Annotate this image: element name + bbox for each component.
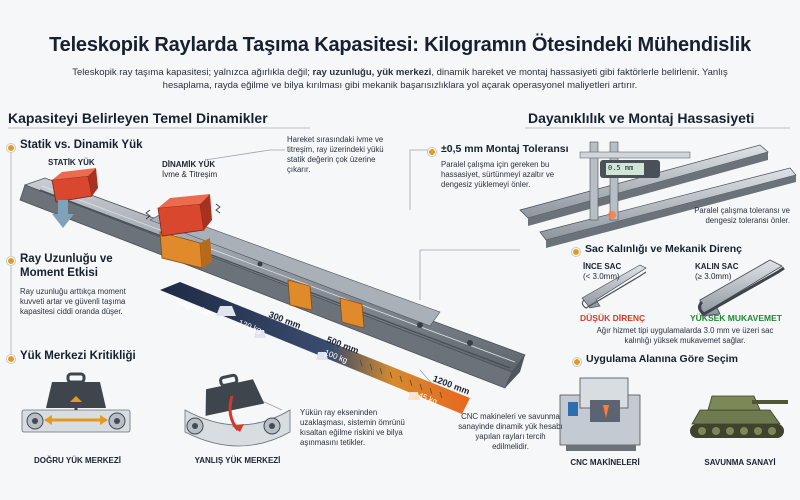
callout-dynamic-line	[204, 149, 285, 161]
correct-load-center-illustration	[21, 372, 131, 433]
application-title: Uygulama Alanına Göre Seçim	[586, 353, 738, 365]
right-section-title: Dayanıklılık ve Montaj Hassasiyeti	[528, 110, 755, 126]
sheet-note: Ağır hizmet tipi uygulamalarda 3.0 mm ve…	[596, 326, 774, 345]
thin-sheet-profile	[581, 264, 647, 309]
bullet-dot	[428, 148, 436, 156]
cnc-label: CNC MAKİNELERİ	[570, 458, 640, 467]
carriage-blocks	[159, 231, 365, 329]
static-load-block	[51, 168, 98, 203]
weight-icon	[216, 306, 236, 316]
thin-sheet-label: İNCE SAC	[583, 262, 622, 271]
defense-label: SAVUNMA SANAYİ	[704, 458, 776, 467]
page-title: Teleskopik Raylarda Taşıma Kapasitesi: K…	[49, 34, 751, 56]
static-dynamic-title: Statik vs. Dinamik Yük	[20, 139, 143, 151]
thick-sheet-profile	[697, 259, 785, 317]
sheet-title: Sac Kalınlığı ve Mekanik Direnç	[585, 243, 742, 255]
weight-icon	[254, 330, 266, 338]
dynamic-load-sub: İvme & Titreşim	[162, 170, 218, 179]
bullet-dot	[7, 257, 15, 265]
weight-icon	[316, 352, 328, 360]
thick-sheet-label: KALIN SAC	[695, 262, 739, 271]
cnc-machine-illustration	[559, 377, 641, 451]
bullet-dot	[7, 355, 15, 363]
wrong-load-center-label: YANLIŞ YÜK MERKEZİ	[194, 456, 281, 465]
capacity-bar	[160, 282, 470, 414]
tolerance-rails	[519, 141, 797, 248]
high-strength-label: YÜKSEK MUKAVEMET	[690, 313, 782, 323]
thick-sheet-sub: (≥ 3.0mm)	[695, 272, 732, 281]
tolerance-note: Paralel çalışma için gereken bu hassasiy…	[441, 160, 555, 189]
application-note: CNC makineleri ve savunma sanayinde dina…	[458, 412, 563, 451]
low-resistance-label: DÜŞÜK DİRENÇ	[580, 313, 646, 323]
correct-load-center-label: DOĞRU YÜK MERKEZİ	[34, 456, 121, 465]
load-center-title: Yük Merkezi Kritikliği	[20, 350, 136, 362]
bullet-dot	[573, 358, 581, 366]
load-center-note: Yükün ray ekseninden uzaklaşması, sistem…	[300, 408, 405, 447]
left-section-title: Kapasiteyi Belirleyen Temel Dinamikler	[8, 110, 268, 126]
dynamic-load-block	[145, 194, 221, 237]
static-down-arrow	[52, 200, 74, 228]
callout-sheet-line	[419, 249, 520, 300]
caliper-readout: 0.5 mm	[608, 164, 634, 172]
tolerance-caption: Paralel çalışma toleransı ve dengesiz to…	[694, 206, 790, 225]
bullet-dot	[7, 144, 15, 152]
thin-sheet-sub: (< 3.0mm)	[583, 272, 620, 281]
static-dynamic-note: Hareket sırasındaki ivme ve titreşim, ra…	[287, 135, 384, 174]
wrong-load-center-illustration	[184, 373, 291, 447]
weight-icon	[408, 392, 420, 400]
dynamic-load-label: DİNAMİK YÜK	[162, 160, 216, 169]
tolerance-title: ±0,5 mm Montaj Toleransı	[441, 143, 569, 155]
static-load-label: STATİK YÜK	[48, 158, 95, 167]
bullet-dot	[572, 248, 580, 256]
telescopic-rail	[19, 177, 526, 389]
length-moment-note: Ray uzunluğu arttıkça moment kuvveti art…	[20, 287, 126, 316]
tank-illustration	[690, 395, 788, 438]
intro-text: Teleskopik ray taşıma kapasitesi; yalnız…	[72, 67, 728, 91]
length-moment-title: Ray Uzunluğu ve Moment Etkisi	[20, 253, 113, 279]
